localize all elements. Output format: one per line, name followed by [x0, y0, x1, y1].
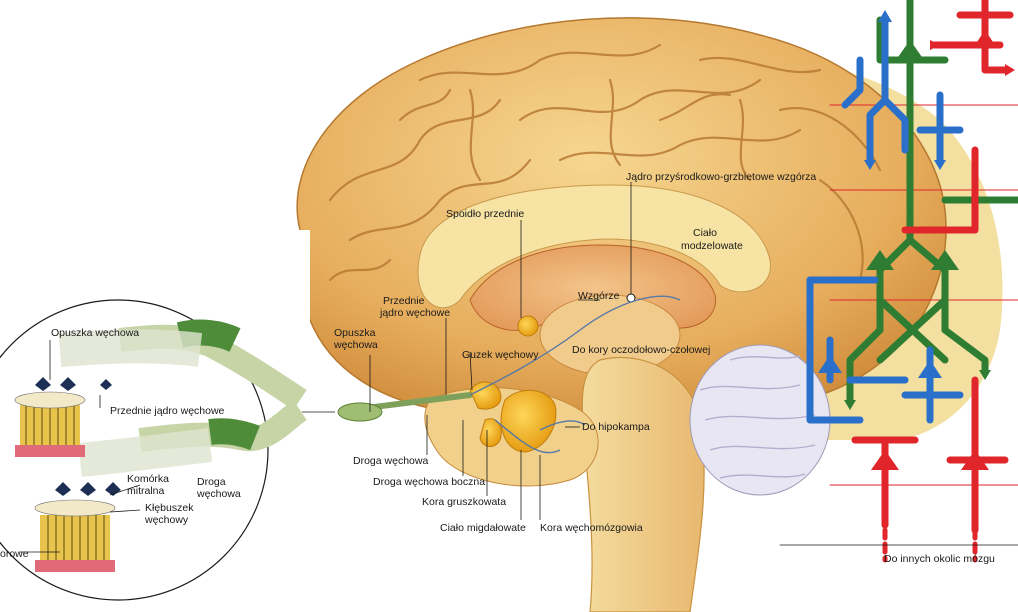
- label-opuszka-wechowa-2: węchowa: [333, 339, 378, 351]
- label-klebuszek-2: węchowy: [144, 514, 189, 526]
- mitral-cell-layer-upper: [14, 377, 112, 457]
- piriform-cortex: [479, 418, 502, 447]
- olfactory-pathway-lines: [469, 295, 681, 454]
- label-do-innych-okolic: Do innych okolic mózgu: [884, 553, 995, 565]
- pathway-schematic: [779, 0, 1018, 563]
- leader-lines: [20, 182, 632, 553]
- pathway-neurons: [818, 30, 997, 470]
- label-cialo-modzelowate-1: Ciało: [693, 227, 717, 239]
- label-przednie-jadro-1: Przednie: [383, 295, 425, 307]
- olfactory-tubercle: [469, 381, 502, 410]
- label-partial-left: orowe: [0, 548, 29, 560]
- corpus-callosum: [417, 184, 771, 309]
- label-droga-inset-1: Droga: [197, 476, 226, 488]
- label-opuszka-wechowa-inset: Opuszka węchowa: [51, 327, 139, 339]
- label-opuszka-wechowa-1: Opuszka: [334, 327, 376, 339]
- label-do-kory: Do kory oczodołowo-czołowej: [572, 344, 710, 356]
- label-kora-wechomozgowia: Kora węchomózgowia: [540, 522, 643, 534]
- label-klebuszek-1: Kłębuszek: [145, 502, 194, 514]
- label-spoidlo-przednie: Spoidło przednie: [446, 208, 524, 220]
- mitral-cell-layer-lower: [34, 482, 121, 572]
- label-cialo-modzelowate-2: modzelowate: [681, 240, 743, 252]
- label-jadro-wzgorza: Jądro przyśrodkowo-grzbietowe wzgórza: [626, 171, 816, 183]
- brain-sagittal-section: [296, 17, 1003, 612]
- label-cialo-migdalowate: Ciało migdałowate: [440, 522, 526, 534]
- anterior-commissure: [517, 315, 539, 337]
- label-komorka-mitralna-1: Komórka: [127, 473, 169, 485]
- blue-pathway: [806, 16, 964, 424]
- brainstem: [581, 356, 705, 612]
- label-przednie-jadro-inset: Przednie jądro węchowe: [110, 405, 225, 417]
- label-droga-inset-2: węchowa: [196, 488, 241, 500]
- label-guzek-wechowy: Guzek węchowy: [462, 349, 539, 361]
- pathway-arrowheads: [844, 10, 1015, 410]
- label-komorka-mitralna-2: mitralna: [127, 485, 165, 497]
- label-wzgorze: Wzgórze: [578, 290, 620, 302]
- olfactory-bulb-inset: [0, 230, 310, 612]
- olfactory-bulb: [337, 402, 383, 422]
- label-droga-boczna: Droga węchowa boczna: [373, 476, 485, 488]
- label-przednie-jadro-2: jądro węchowe: [379, 307, 450, 319]
- red-pathway: [851, 0, 1014, 534]
- olfactory-fiber-bundles: [58, 319, 308, 477]
- label-do-hipokampa: Do hipokampa: [582, 421, 650, 433]
- label-droga-wechowa: Droga węchowa: [353, 455, 428, 467]
- label-kora-gruszkowata: Kora gruszkowata: [422, 496, 506, 508]
- diagram-labels: Opuszka węchowa Przednie jądro węchowe K…: [0, 171, 995, 565]
- cerebellum: [689, 344, 831, 496]
